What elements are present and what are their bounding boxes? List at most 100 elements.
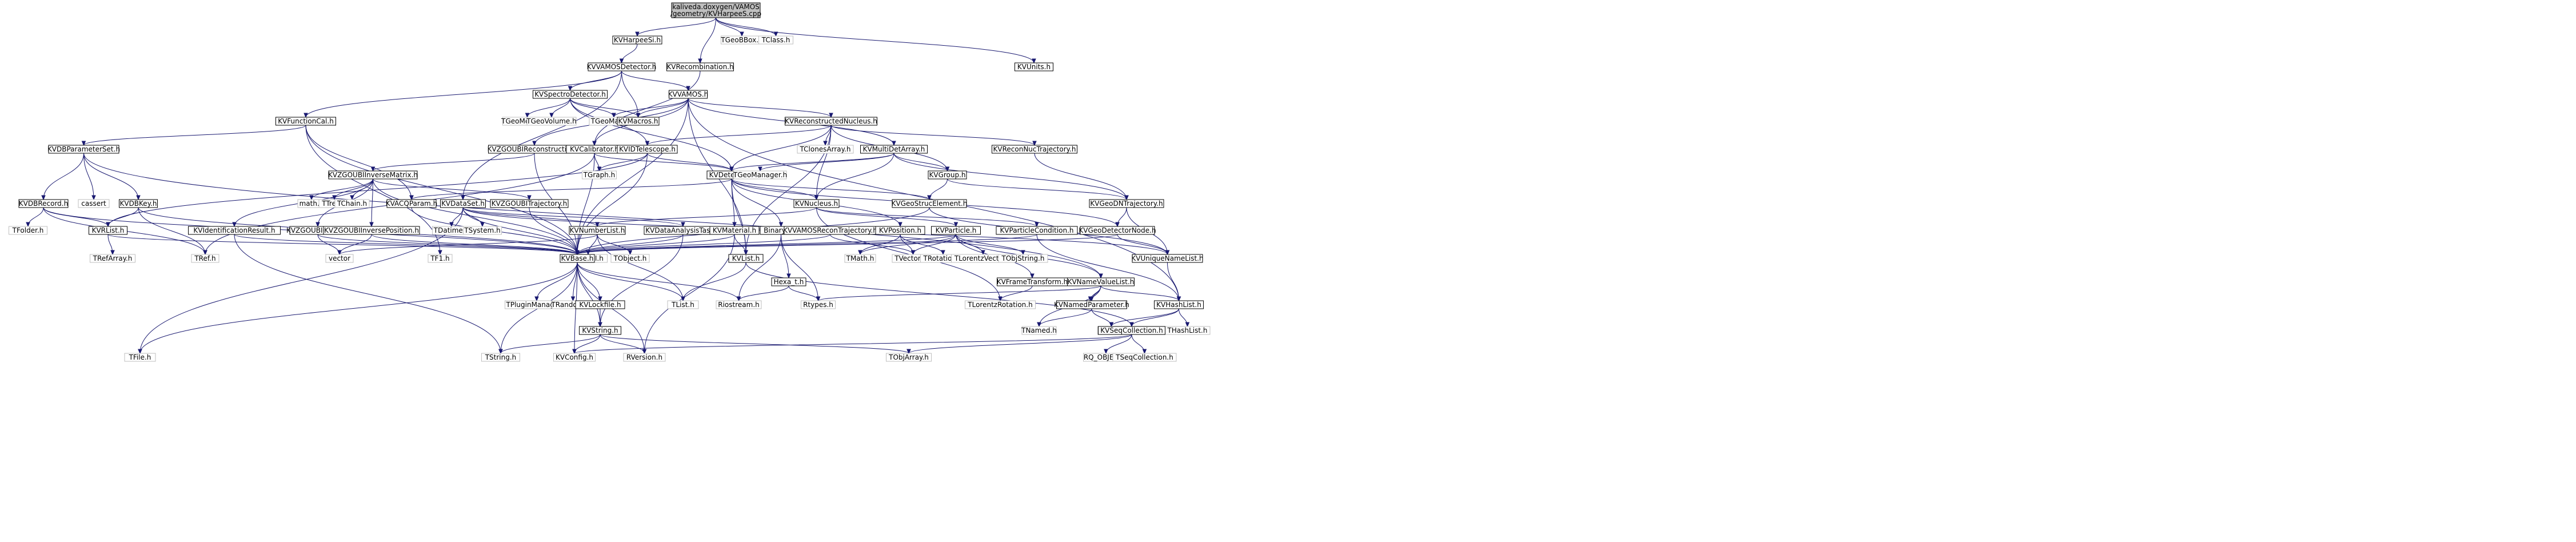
node-box xyxy=(191,254,219,263)
edge-KVReconstructedNucleus_h-to-KVReconNucTrajectory_h xyxy=(830,125,1037,146)
node-kvframetransform-h[interactable]: KVFrameTransform.h xyxy=(997,277,1068,286)
edge-KVDBRecord_h-to-TFolder_h xyxy=(26,207,44,228)
node-kvspectrodetector-h[interactable]: KVSpectroDetector.h xyxy=(533,90,608,99)
node-kvseqcollection-h[interactable]: KVSeqCollection.h xyxy=(1098,326,1165,335)
node-kvmacros-h[interactable]: KVMacros.h xyxy=(617,117,660,126)
node-hexa-t-h[interactable]: Hexa_t.h xyxy=(771,277,806,286)
node-label: KVDataAnalysisTask.h xyxy=(645,226,721,234)
node-kvvamosdetector-h[interactable]: KVVAMOSDetector.h xyxy=(587,62,657,71)
node-kvnamedparameter-h[interactable]: KVNamedParameter.h xyxy=(1054,300,1129,309)
edge-root-to-TGeoBBox_h xyxy=(716,17,744,37)
node-kvgeodntrajectory-h[interactable]: KVGeoDNTrajectory.h xyxy=(1089,199,1164,208)
edge-KVRList_h-to-TRefArray_h xyxy=(107,234,115,256)
node-box xyxy=(860,145,928,154)
node-kvzgoubiinverseposition-h[interactable]: KVZGOUBIInversePosition.h xyxy=(323,226,420,235)
node-kvlist-h[interactable]: KVList.h xyxy=(728,254,764,263)
node-kvparticle-h[interactable]: KVParticle.h xyxy=(931,226,981,235)
edge-KVVAMOS_h-to-TGeoMatrix_h xyxy=(612,98,689,118)
node-kvfunctioncal-h[interactable]: KVFunctionCal.h xyxy=(275,117,336,126)
edge-root-to-KVRecombination_h xyxy=(698,17,716,64)
edge-KVLockfile_h-to-KVString_h xyxy=(598,309,602,328)
node-label: Rtypes.h xyxy=(803,301,833,309)
node-kvgeodetectornode-h[interactable]: KVGeoDetectorNode.h xyxy=(1079,226,1156,235)
edge-KVParticle_h-to-TLorentzVector_h xyxy=(956,234,985,256)
node-label: Riostream.h xyxy=(718,301,760,309)
node-box xyxy=(617,117,660,126)
node-box xyxy=(716,300,762,309)
node-tlorentzrotation-h: TLorentzRotation.h xyxy=(965,300,1036,309)
node-kvreconnuctrajectory-h[interactable]: KVReconNucTrajectory.h xyxy=(992,145,1077,154)
node-label: KVUnits.h xyxy=(1017,63,1051,71)
edge-KVMultiDetArray_h-to-TGeoManager_h xyxy=(758,153,894,172)
node-kvgeostrucelement-h[interactable]: KVGeoStrucElement.h xyxy=(892,199,968,208)
node-kvgroup-h[interactable]: KVGroup.h xyxy=(928,170,967,180)
node-kvzgoubitrajectory-h[interactable]: KVZGOUBITrajectory.h xyxy=(490,199,569,208)
node-label: TPluginManager.h xyxy=(506,301,568,309)
edge-KVBase_h-to-KVLockfile_h xyxy=(577,262,602,302)
node-kvnucleus-h[interactable]: KVNucleus.h xyxy=(793,199,840,208)
edge-KVString_h-to-RVersion_h xyxy=(600,334,647,354)
node-kvmultidetarray-h[interactable]: KVMultiDetArray.h xyxy=(860,145,928,154)
node-root[interactable]: kaliveda.doxygen/VAMOS/geometry/KVHarpee… xyxy=(670,2,761,18)
node-box xyxy=(1056,300,1127,309)
node-label: KVFunctionCal.h xyxy=(278,117,334,125)
node-kvreconstructednucleus-h[interactable]: KVReconstructedNucleus.h xyxy=(785,117,877,126)
node-kvidtelescope-h[interactable]: KVIDTelescope.h xyxy=(617,145,678,154)
node-label: KVGeoDetectorNode.h xyxy=(1079,226,1156,234)
node-kvdbkey-h[interactable]: KVDBKey.h xyxy=(119,199,158,208)
node-box xyxy=(90,254,135,263)
node-kvdataset-h[interactable]: KVDataSet.h xyxy=(440,199,486,208)
node-label: KVGroup.h xyxy=(929,171,965,179)
edge-KVMaterial_h-to-RVersion_h xyxy=(642,234,735,354)
node-kvunits-h[interactable]: KVUnits.h xyxy=(1015,62,1053,71)
node-box xyxy=(671,2,761,18)
node-kvnumberlist-h[interactable]: KVNumberList.h xyxy=(569,226,626,235)
node-kvuniquenamelist-h[interactable]: KVUniqueNameList.h xyxy=(1131,254,1204,263)
edge-KVGeoDNTrajectory_h-to-KVGeoDetectorNode_h xyxy=(1115,207,1127,228)
node-label: RVersion.h xyxy=(626,353,662,361)
node-label: TGraph.h xyxy=(583,171,616,179)
node-box xyxy=(386,199,437,208)
node-label: KVReconNucTrajectory.h xyxy=(993,145,1076,153)
node-box xyxy=(1067,277,1135,286)
node-kvcalibrator-h[interactable]: KVCalibrator.h xyxy=(566,145,623,154)
node-label: KVGeoDNTrajectory.h xyxy=(1090,200,1163,208)
node-box xyxy=(323,226,420,235)
node-label: KVVAMOS.h xyxy=(668,90,709,98)
node-box xyxy=(758,35,793,45)
edge-KVBase_h-to-TPluginManager_h xyxy=(534,262,578,302)
node-label: KVHashList.h xyxy=(1156,301,1201,309)
node-kvparticlecondition-h[interactable]: KVParticleCondition.h xyxy=(996,226,1078,235)
node-kvlockfile-h[interactable]: KVLockfile.h xyxy=(575,300,625,309)
node-kvdataanalysistask-h[interactable]: KVDataAnalysisTask.h xyxy=(644,226,722,235)
node-kvposition-h[interactable]: KVPosition.h xyxy=(875,226,925,235)
node-kvbase-h[interactable]: KVBase.h xyxy=(560,254,595,263)
node-kvdbparameterset-h[interactable]: KVDBParameterSet.h xyxy=(47,145,120,154)
node-tmath-h: TMath.h xyxy=(844,254,876,263)
node-kvdbrecord-h[interactable]: KVDBRecord.h xyxy=(18,199,69,208)
node-kvrlist-h[interactable]: KVRList.h xyxy=(89,226,127,235)
node-kvrecombination-h[interactable]: KVRecombination.h xyxy=(666,62,734,71)
node-label: TGeoBBox.h xyxy=(720,36,762,44)
node-kvidentificationresult-h[interactable]: KVIdentificationResult.h xyxy=(188,226,281,235)
node-kvvamos-h[interactable]: KVVAMOS.h xyxy=(668,90,709,99)
node-kvvamosrecontrajectory-h[interactable]: KVVAMOSReconTrajectory.h xyxy=(783,226,877,235)
edge-KVSeqCollection_h-to-KVConfig_h xyxy=(572,334,1132,354)
node-kvzgoubireconstruction-h[interactable]: KVZGOUBIReconstruction.h xyxy=(488,145,582,154)
node-box xyxy=(1080,226,1155,235)
node-kvharpeesi-h[interactable]: KVHarpeeSi.h xyxy=(612,35,662,45)
node-kvmaterial-h[interactable]: KVMaterial.h xyxy=(709,226,760,235)
edge-KVList_h-to-TList_h xyxy=(681,262,746,302)
edge-KVUniqueNameList_h-to-KVHashList_h xyxy=(1167,262,1181,302)
node-kvzgoubiinversematrix-h[interactable]: KVZGOUBIInverseMatrix.h xyxy=(328,170,418,180)
node-label: TFile.h xyxy=(129,353,151,361)
node-box xyxy=(18,199,69,208)
node-kvnamevaluelist-h[interactable]: KVNameValueList.h xyxy=(1067,277,1135,286)
node-box xyxy=(1015,62,1053,71)
node-kvacqparam-h[interactable]: KVACQParam.h xyxy=(386,199,438,208)
edge-KVNucleus_h-to-KVParticle_h xyxy=(816,207,958,228)
node-kvhashlist-h[interactable]: KVHashList.h xyxy=(1154,300,1204,309)
node-tfile-h: TFile.h xyxy=(124,353,156,362)
node-kvstring-h[interactable]: KVString.h xyxy=(579,326,621,335)
